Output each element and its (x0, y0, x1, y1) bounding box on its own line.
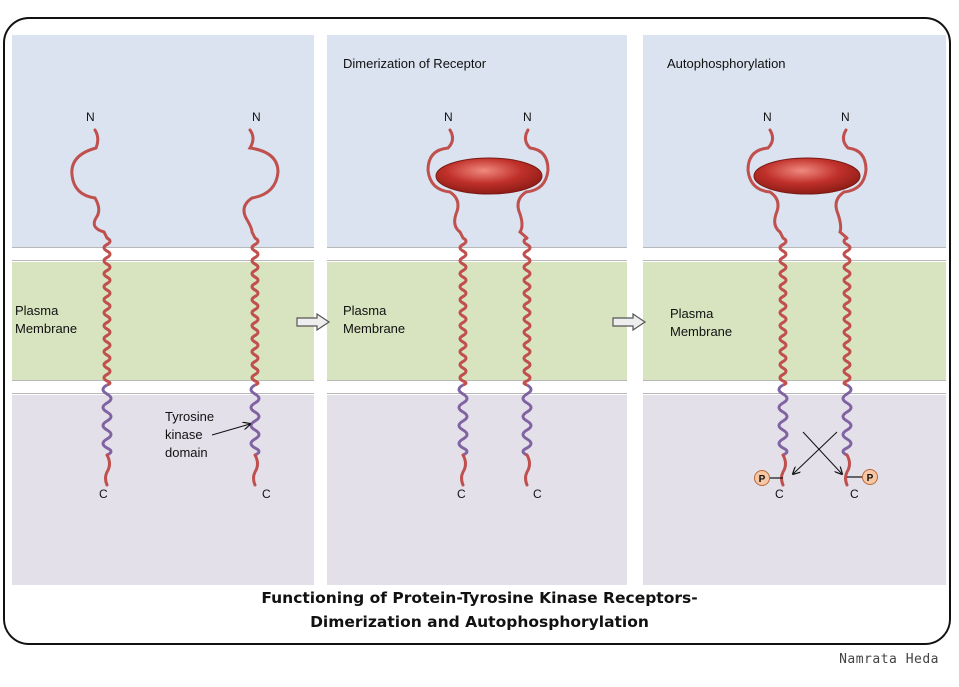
kinase-domain-label: Tyrosine kinase domain (165, 408, 214, 462)
ligand (753, 157, 861, 195)
panel-title: Autophosphorylation (667, 56, 786, 71)
kinase-label-line: Tyrosine (165, 409, 215, 424)
transmembrane-helix (842, 236, 852, 387)
extracellular-domain (746, 128, 785, 240)
receptor-chain (746, 128, 789, 487)
membrane-boundary (12, 380, 314, 394)
membrane-label-line: Membrane (670, 324, 733, 339)
membrane-label-line: Membrane (15, 321, 78, 336)
process-arrow (296, 312, 331, 332)
kinase-domain (457, 383, 469, 457)
author-signature: Namrata Heda (839, 652, 939, 667)
kinase-domain (841, 383, 853, 457)
phosphate-group (862, 469, 878, 485)
membrane-boundary (12, 247, 314, 261)
panel-receptors (12, 35, 314, 585)
transmembrane-helix (458, 236, 468, 387)
receptor-chain (834, 128, 868, 487)
transmembrane-helix (250, 236, 260, 387)
c-terminal-tail (104, 453, 111, 487)
receptor-chain (70, 128, 113, 487)
c-terminus-label: C (533, 487, 542, 501)
membrane-label: Plasma Membrane (670, 305, 732, 341)
phosphate-group (754, 470, 770, 486)
transmembrane-helix (778, 236, 788, 387)
kinase-domain (101, 383, 113, 457)
n-terminus-label: N (523, 110, 532, 124)
extracellular-region (327, 35, 627, 247)
plasma-membrane-region (12, 262, 314, 380)
extracellular-domain (426, 128, 465, 240)
intracellular-region (12, 395, 314, 585)
membrane-label: Plasma Membrane (343, 302, 405, 338)
cross-phosphorylation-arrow (802, 431, 842, 474)
membrane-label-line: Plasma (15, 303, 59, 318)
kinase-domain (521, 383, 533, 457)
panel-dimerization (327, 35, 627, 585)
caption-line-1: Functioning of Protein-Tyrosine Kinase R… (261, 589, 698, 607)
intracellular-region (327, 395, 627, 585)
phosphate-label: P (759, 474, 766, 485)
membrane-boundary (327, 247, 627, 261)
c-terminal-tail (252, 453, 259, 487)
kinase-label-line: domain (165, 445, 208, 460)
extracellular-domain (516, 128, 550, 240)
process-arrow (612, 312, 647, 332)
pointer-arrow (211, 424, 250, 436)
caption-line-2: Dimerization and Autophosphorylation (310, 613, 649, 631)
c-terminus-label: C (457, 487, 466, 501)
membrane-boundary (643, 380, 946, 394)
c-terminus-label: C (775, 487, 784, 501)
n-terminus-label: N (252, 110, 261, 124)
n-terminus-label: N (763, 110, 772, 124)
extracellular-region (12, 35, 314, 247)
plasma-membrane-region (643, 262, 946, 380)
n-terminus-label: N (86, 110, 95, 124)
receptor-chain (516, 128, 550, 487)
n-terminus-label: N (841, 110, 850, 124)
membrane-boundary (643, 247, 946, 261)
extracellular-domain (834, 128, 868, 240)
transmembrane-helix (102, 236, 112, 387)
transmembrane-helix (522, 236, 532, 387)
extracellular-domain (242, 128, 280, 240)
kinase-domain (249, 383, 261, 457)
receptor-chain (242, 128, 280, 487)
extracellular-region (643, 35, 946, 247)
membrane-label-line: Plasma (343, 303, 387, 318)
c-terminal-tail (844, 453, 851, 487)
c-terminal-tail (460, 453, 467, 487)
c-terminus-label: C (262, 487, 271, 501)
panel-title: Dimerization of Receptor (343, 56, 487, 71)
c-terminus-label: C (850, 487, 859, 501)
c-terminal-tail (780, 453, 787, 487)
ligand (435, 157, 543, 195)
c-terminus-label: C (99, 487, 108, 501)
membrane-label-line: Plasma (670, 306, 714, 321)
membrane-label-line: Membrane (343, 321, 406, 336)
phosphate-label: P (867, 473, 874, 484)
panel-autophosphorylation (643, 35, 946, 585)
n-terminus-label: N (444, 110, 453, 124)
receptor-chain (426, 128, 469, 487)
membrane-boundary (327, 380, 627, 394)
plasma-membrane-region (327, 262, 627, 380)
figure-frame (3, 17, 951, 645)
kinase-label-line: kinase (165, 427, 203, 442)
c-terminal-tail (524, 453, 531, 487)
kinase-domain (777, 383, 789, 457)
cross-phosphorylation-arrow (793, 431, 838, 474)
intracellular-region (643, 395, 946, 585)
extracellular-domain (70, 128, 109, 240)
membrane-label: Plasma Membrane (15, 302, 77, 338)
